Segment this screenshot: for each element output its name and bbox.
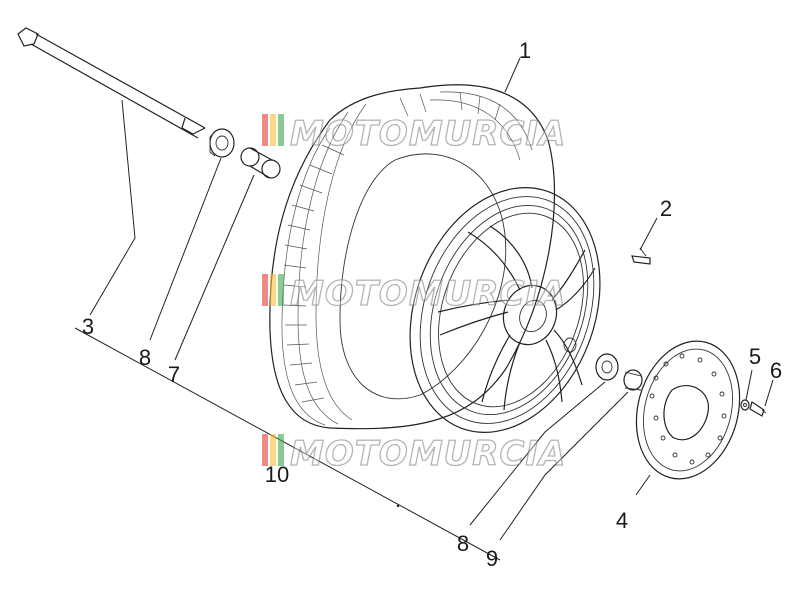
callout-3: 3 [82, 314, 94, 339]
watermark-stripe-yellow [270, 114, 276, 146]
callout-7: 7 [168, 362, 180, 387]
callout-1: 1 [519, 38, 531, 63]
watermark-stripe-green [278, 274, 284, 306]
wheel-rim [409, 187, 601, 433]
callout-8-right: 8 [457, 531, 469, 556]
callout-5: 5 [749, 344, 761, 369]
watermark-stripe-red [262, 114, 268, 146]
watermark-stripe-red [262, 434, 268, 466]
watermark-middle: MOTOMURCIA [262, 273, 566, 315]
watermark-stripe-red [262, 274, 268, 306]
bolt [749, 401, 767, 417]
watermark-stripe-green [278, 114, 284, 146]
callout-6: 6 [770, 358, 782, 383]
washer [740, 399, 750, 411]
watermark-text: MOTOMURCIA [290, 274, 566, 314]
watermark-stripe-green [278, 434, 284, 466]
callout-8-left: 8 [139, 345, 151, 370]
tyre [269, 84, 556, 430]
watermark-bottom: MOTOMURCIA [262, 433, 566, 475]
callout-10: 10 [265, 462, 289, 487]
callout-9: 9 [486, 546, 498, 571]
brake-disc [635, 340, 741, 480]
spacer-left [240, 147, 281, 179]
watermark-text: MOTOMURCIA [290, 114, 566, 154]
axle [17, 27, 206, 139]
watermark-stripe-yellow [270, 274, 276, 306]
bearing-left [209, 128, 235, 158]
leader-lines [74, 57, 774, 561]
watermark-top: MOTOMURCIA [262, 113, 566, 155]
valve [631, 247, 651, 265]
callout-2: 2 [660, 196, 672, 221]
watermark-text: MOTOMURCIA [290, 434, 566, 474]
watermark-stripe-yellow [270, 434, 276, 466]
bearing-right [595, 353, 619, 381]
spacer-right [563, 337, 643, 391]
callout-4: 4 [616, 508, 628, 533]
